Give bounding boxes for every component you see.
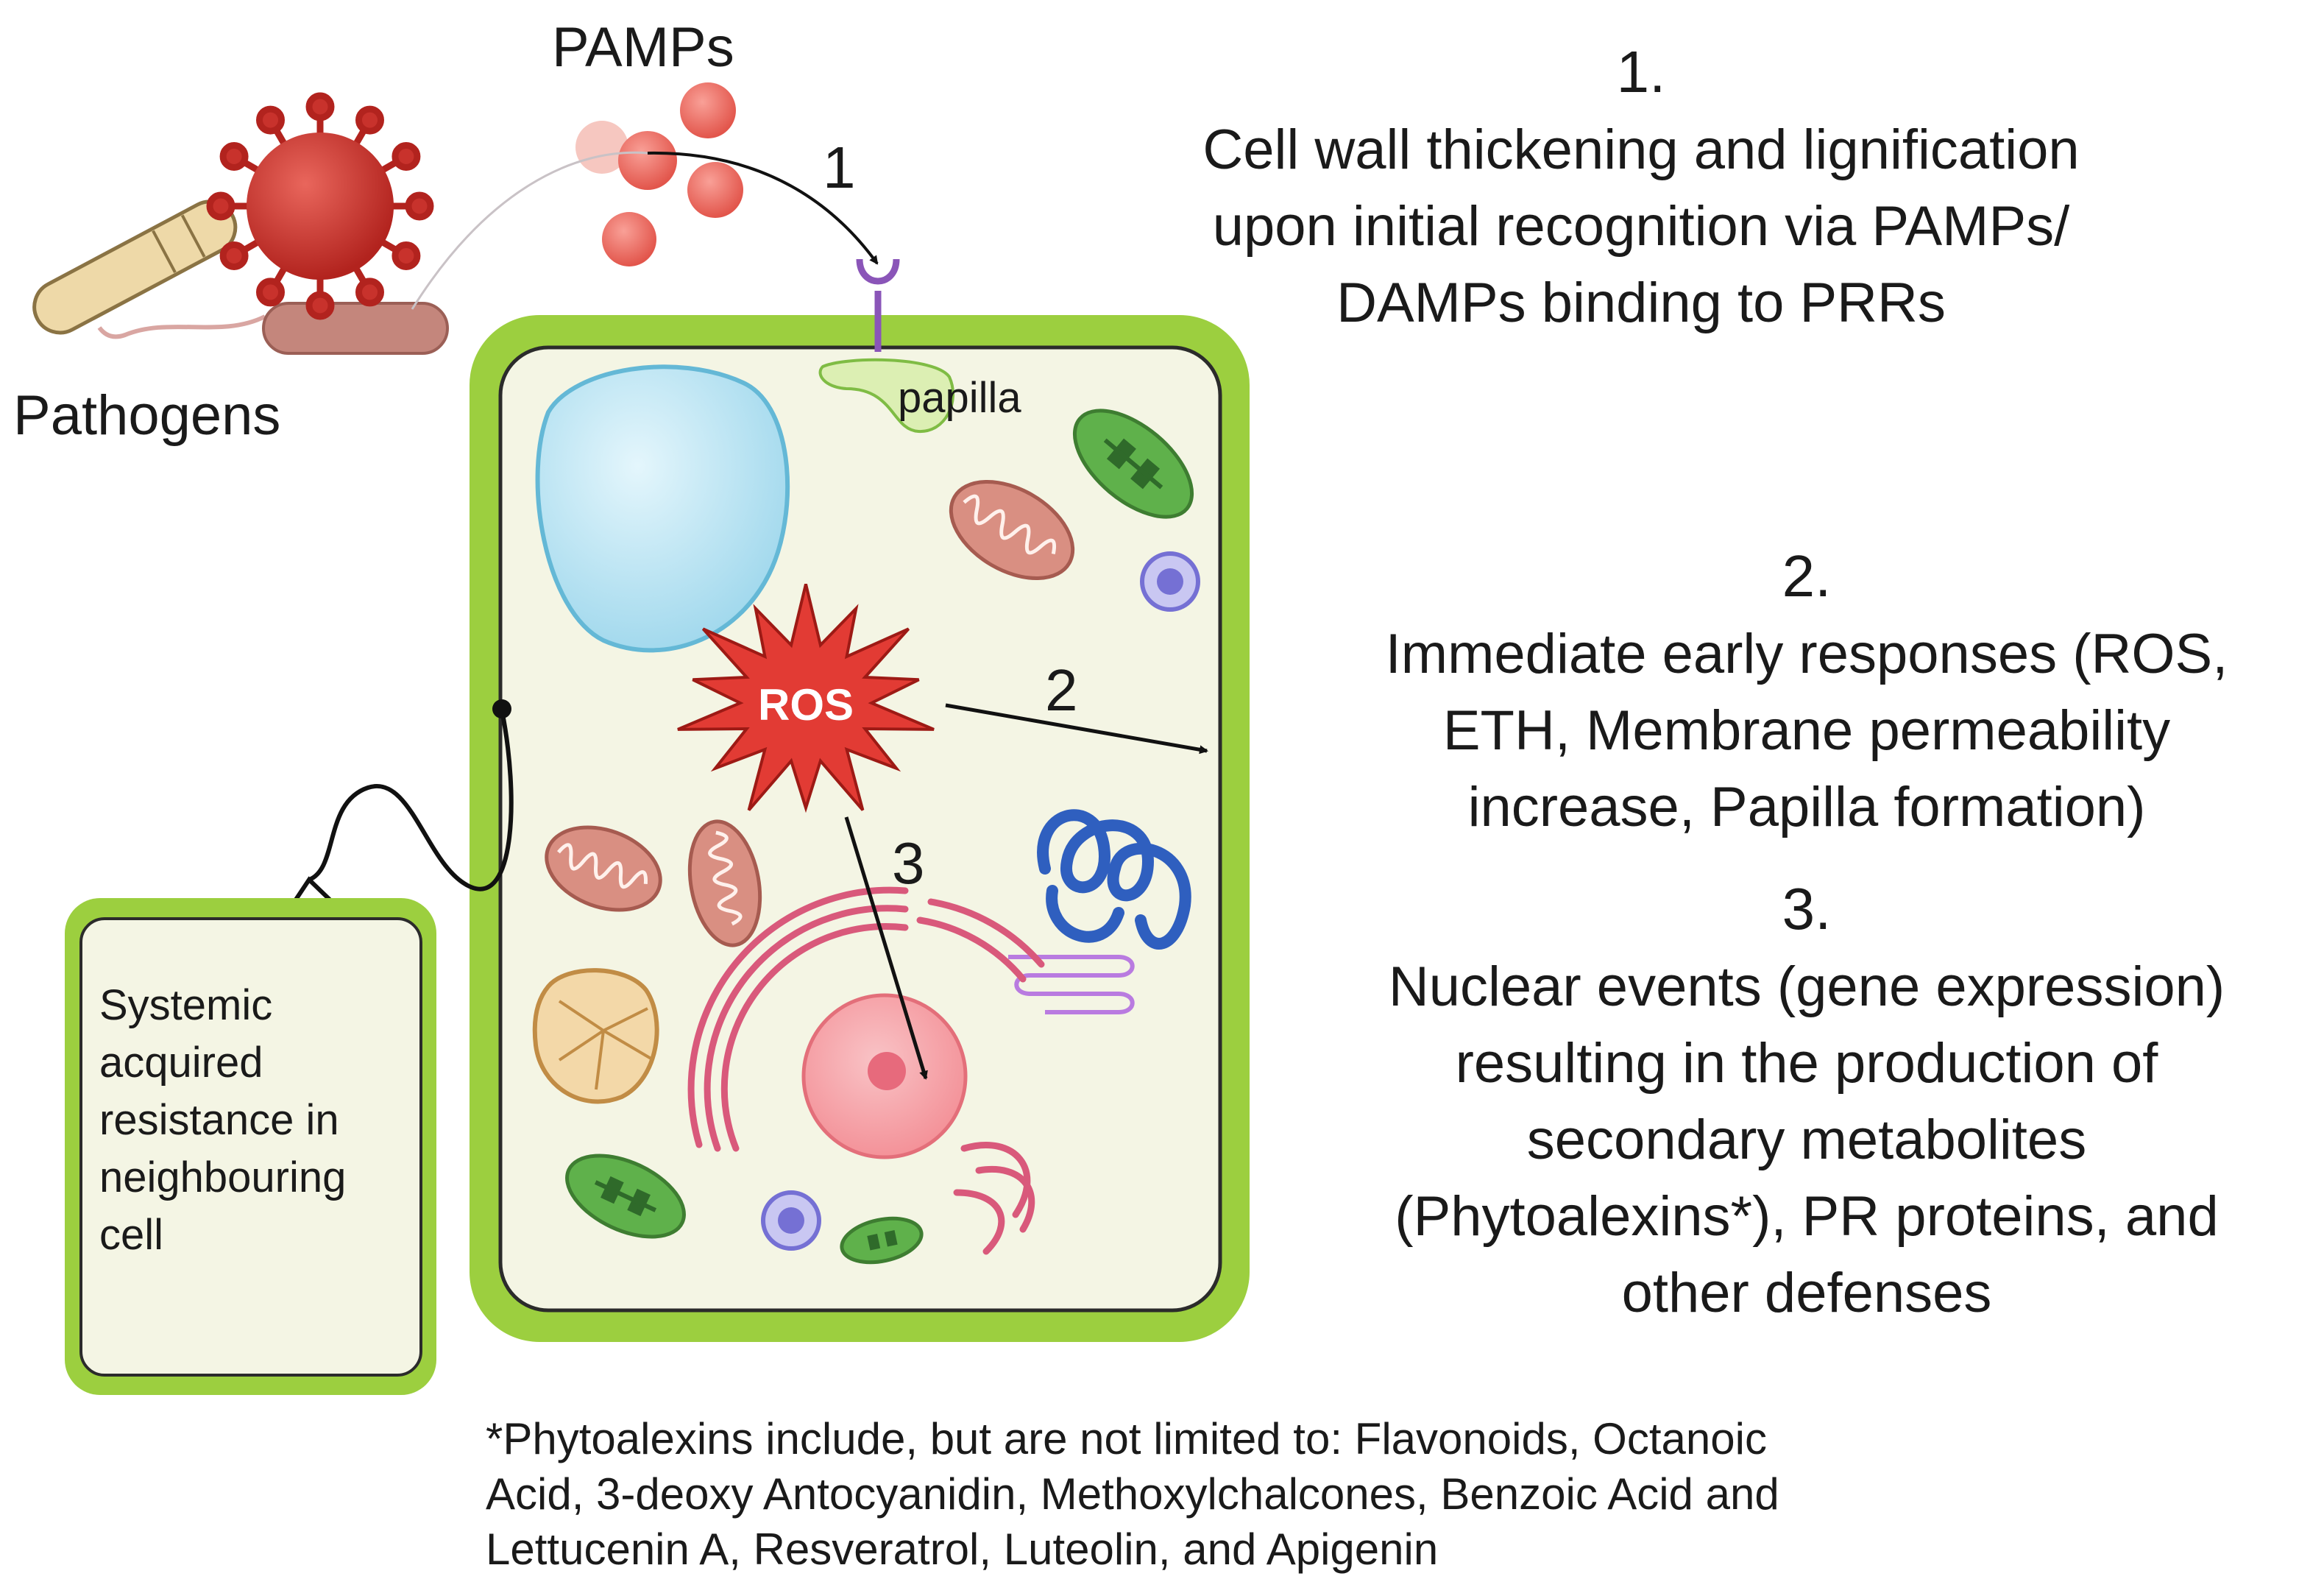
mitochondrion-left xyxy=(545,825,662,912)
chromatin-coil xyxy=(1037,809,1191,950)
neighbour-cell: Systemic acquired resistance in neighbourin… xyxy=(65,898,436,1395)
nucleolus xyxy=(868,1052,906,1090)
neighbour-cell-membrane xyxy=(79,917,422,1377)
fungal-spore xyxy=(32,199,238,335)
chloroplast-bottom xyxy=(840,1216,924,1265)
footnote-line: Acid, 3-deoxy Antocyanidin, Methoxylchal… xyxy=(486,1469,1779,1519)
response-line: increase, Papilla formation) xyxy=(1468,776,2146,838)
golgi-arcs xyxy=(687,886,1045,1255)
papilla-label: papilla xyxy=(898,374,1021,422)
neighbour-cell-line: Systemic xyxy=(99,981,272,1029)
chloroplast-bottom-left xyxy=(565,1154,686,1239)
neighbour-cell-line: cell xyxy=(99,1211,163,1259)
arrow-2-label: 2 xyxy=(1045,657,1078,723)
response-line: secondary metabolites xyxy=(1527,1109,2086,1171)
pamps-particles xyxy=(575,82,743,266)
arrow-2 xyxy=(945,703,1208,755)
bacterium xyxy=(262,302,449,355)
papilla-shape xyxy=(818,358,954,434)
pamp-trajectory xyxy=(411,151,648,310)
neighbour-cell-text: Systemic acquired resistance in neighbourin… xyxy=(99,981,346,1259)
footnote-line: *Phytoalexins include, but are not limit… xyxy=(486,1414,1767,1463)
peroxisome-right xyxy=(1140,551,1200,612)
response-line: other defenses xyxy=(1622,1262,1992,1324)
response-number: 1. xyxy=(1617,39,1666,105)
pathogens-label: Pathogens xyxy=(13,384,280,447)
response-line: Nuclear events (gene expression) xyxy=(1389,956,2225,1018)
peroxisome-bottom xyxy=(761,1190,821,1251)
response-line: ETH, Membrane permeability xyxy=(1443,699,2170,762)
ros-label: ROS xyxy=(758,680,854,730)
endoplasmic-reticulum xyxy=(1008,955,1135,1014)
plant-cell: papilla xyxy=(470,258,1250,1342)
systemic-signal-line xyxy=(308,710,514,891)
neighbour-cell-line: neighbouring xyxy=(99,1154,346,1201)
response-line: Immediate early responses (ROS, xyxy=(1386,623,2228,685)
response-line: (Phytoalexins*), PR proteins, and xyxy=(1395,1185,2218,1248)
response-line: Cell wall thickening and lignification xyxy=(1202,119,2079,181)
response-line: DAMPs binding to PRRs xyxy=(1336,272,1946,334)
responses-list: 1. Cell wall thickening and lignification… xyxy=(1202,39,2228,1324)
neighbour-cell-line: resistance in xyxy=(99,1096,339,1144)
pathogens-illustration xyxy=(32,92,449,355)
receptor-icon xyxy=(856,258,900,352)
chloroplast-top xyxy=(1072,409,1194,519)
arrow-1 xyxy=(647,151,879,265)
vacuole xyxy=(535,364,790,653)
virus xyxy=(206,92,434,320)
response-line: resulting in the production of xyxy=(1456,1032,2159,1095)
mitochondrion-top xyxy=(949,479,1075,581)
response-line: upon initial recognition via PAMPs/ xyxy=(1213,195,2070,258)
signal-receptor-icon xyxy=(292,876,332,903)
arrow-1-label: 1 xyxy=(823,135,856,200)
pamps-label: PAMPs xyxy=(552,16,734,79)
footnote-line: Lettucenin A, Resveratrol, Luteolin, and… xyxy=(486,1525,1438,1574)
mitochondrion-middle xyxy=(687,819,762,947)
arrow-3 xyxy=(844,816,928,1080)
arrow-3-label: 3 xyxy=(892,830,925,896)
flagellum xyxy=(97,314,266,339)
neighbour-cell-line: acquired xyxy=(99,1039,263,1087)
amyloplast xyxy=(532,968,659,1104)
response-number: 3. xyxy=(1782,876,1832,942)
response-number: 2. xyxy=(1782,543,1832,609)
phytoalexins-footnote: *Phytoalexins include, but are not limit… xyxy=(486,1414,1779,1574)
signal-origin-dot xyxy=(492,699,511,718)
ros-burst xyxy=(677,584,935,813)
